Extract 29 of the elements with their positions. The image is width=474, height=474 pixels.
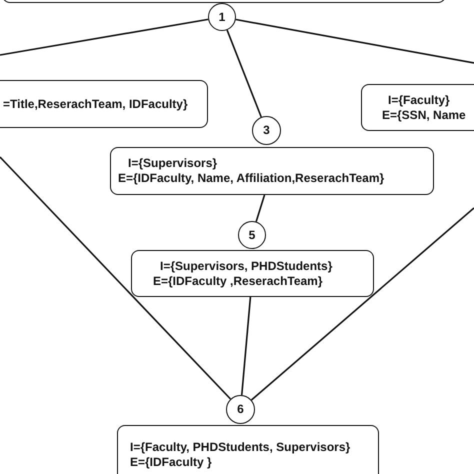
- step-circle: [208, 3, 236, 31]
- set-text: I={Faculty}: [387, 92, 451, 108]
- set-text: I={Supervisors, PHDStudents}: [159, 258, 334, 274]
- step-number: 5: [248, 228, 256, 242]
- step-circle: [226, 395, 255, 424]
- connector-line: [236, 18, 474, 64]
- connector-line: [240, 296, 252, 396]
- set-text: E={IDFaculty ,ReserachTeam}: [152, 274, 324, 288]
- set-text: E={IDFaculty }: [129, 455, 213, 470]
- set-box: [117, 425, 379, 474]
- step-circle: [252, 116, 281, 145]
- set-text: I={Supervisors}: [127, 156, 218, 171]
- step-number: 3: [263, 123, 270, 138]
- set-box: [110, 147, 434, 195]
- set-box: [361, 84, 474, 131]
- connector-line: [226, 30, 262, 118]
- connector-line: [0, 18, 208, 56]
- connector-line: [0, 156, 232, 400]
- step-circle: [238, 221, 266, 249]
- connector-line: [250, 207, 474, 401]
- connector-line: [255, 194, 266, 222]
- set-box: [131, 250, 374, 297]
- step-number: 6: [237, 402, 244, 417]
- set-text: E={SSN, Name: [381, 108, 467, 122]
- set-text: E={IDFaculty, Name, Affiliation,ReserachTeam}: [117, 171, 386, 186]
- step-number: 1: [218, 10, 226, 24]
- set-text: =Title,ReserachTeam, IDFaculty}: [2, 96, 189, 112]
- set-box: [0, 80, 208, 128]
- set-text: I={Faculty, PHDStudents, Supervisors}: [129, 440, 352, 455]
